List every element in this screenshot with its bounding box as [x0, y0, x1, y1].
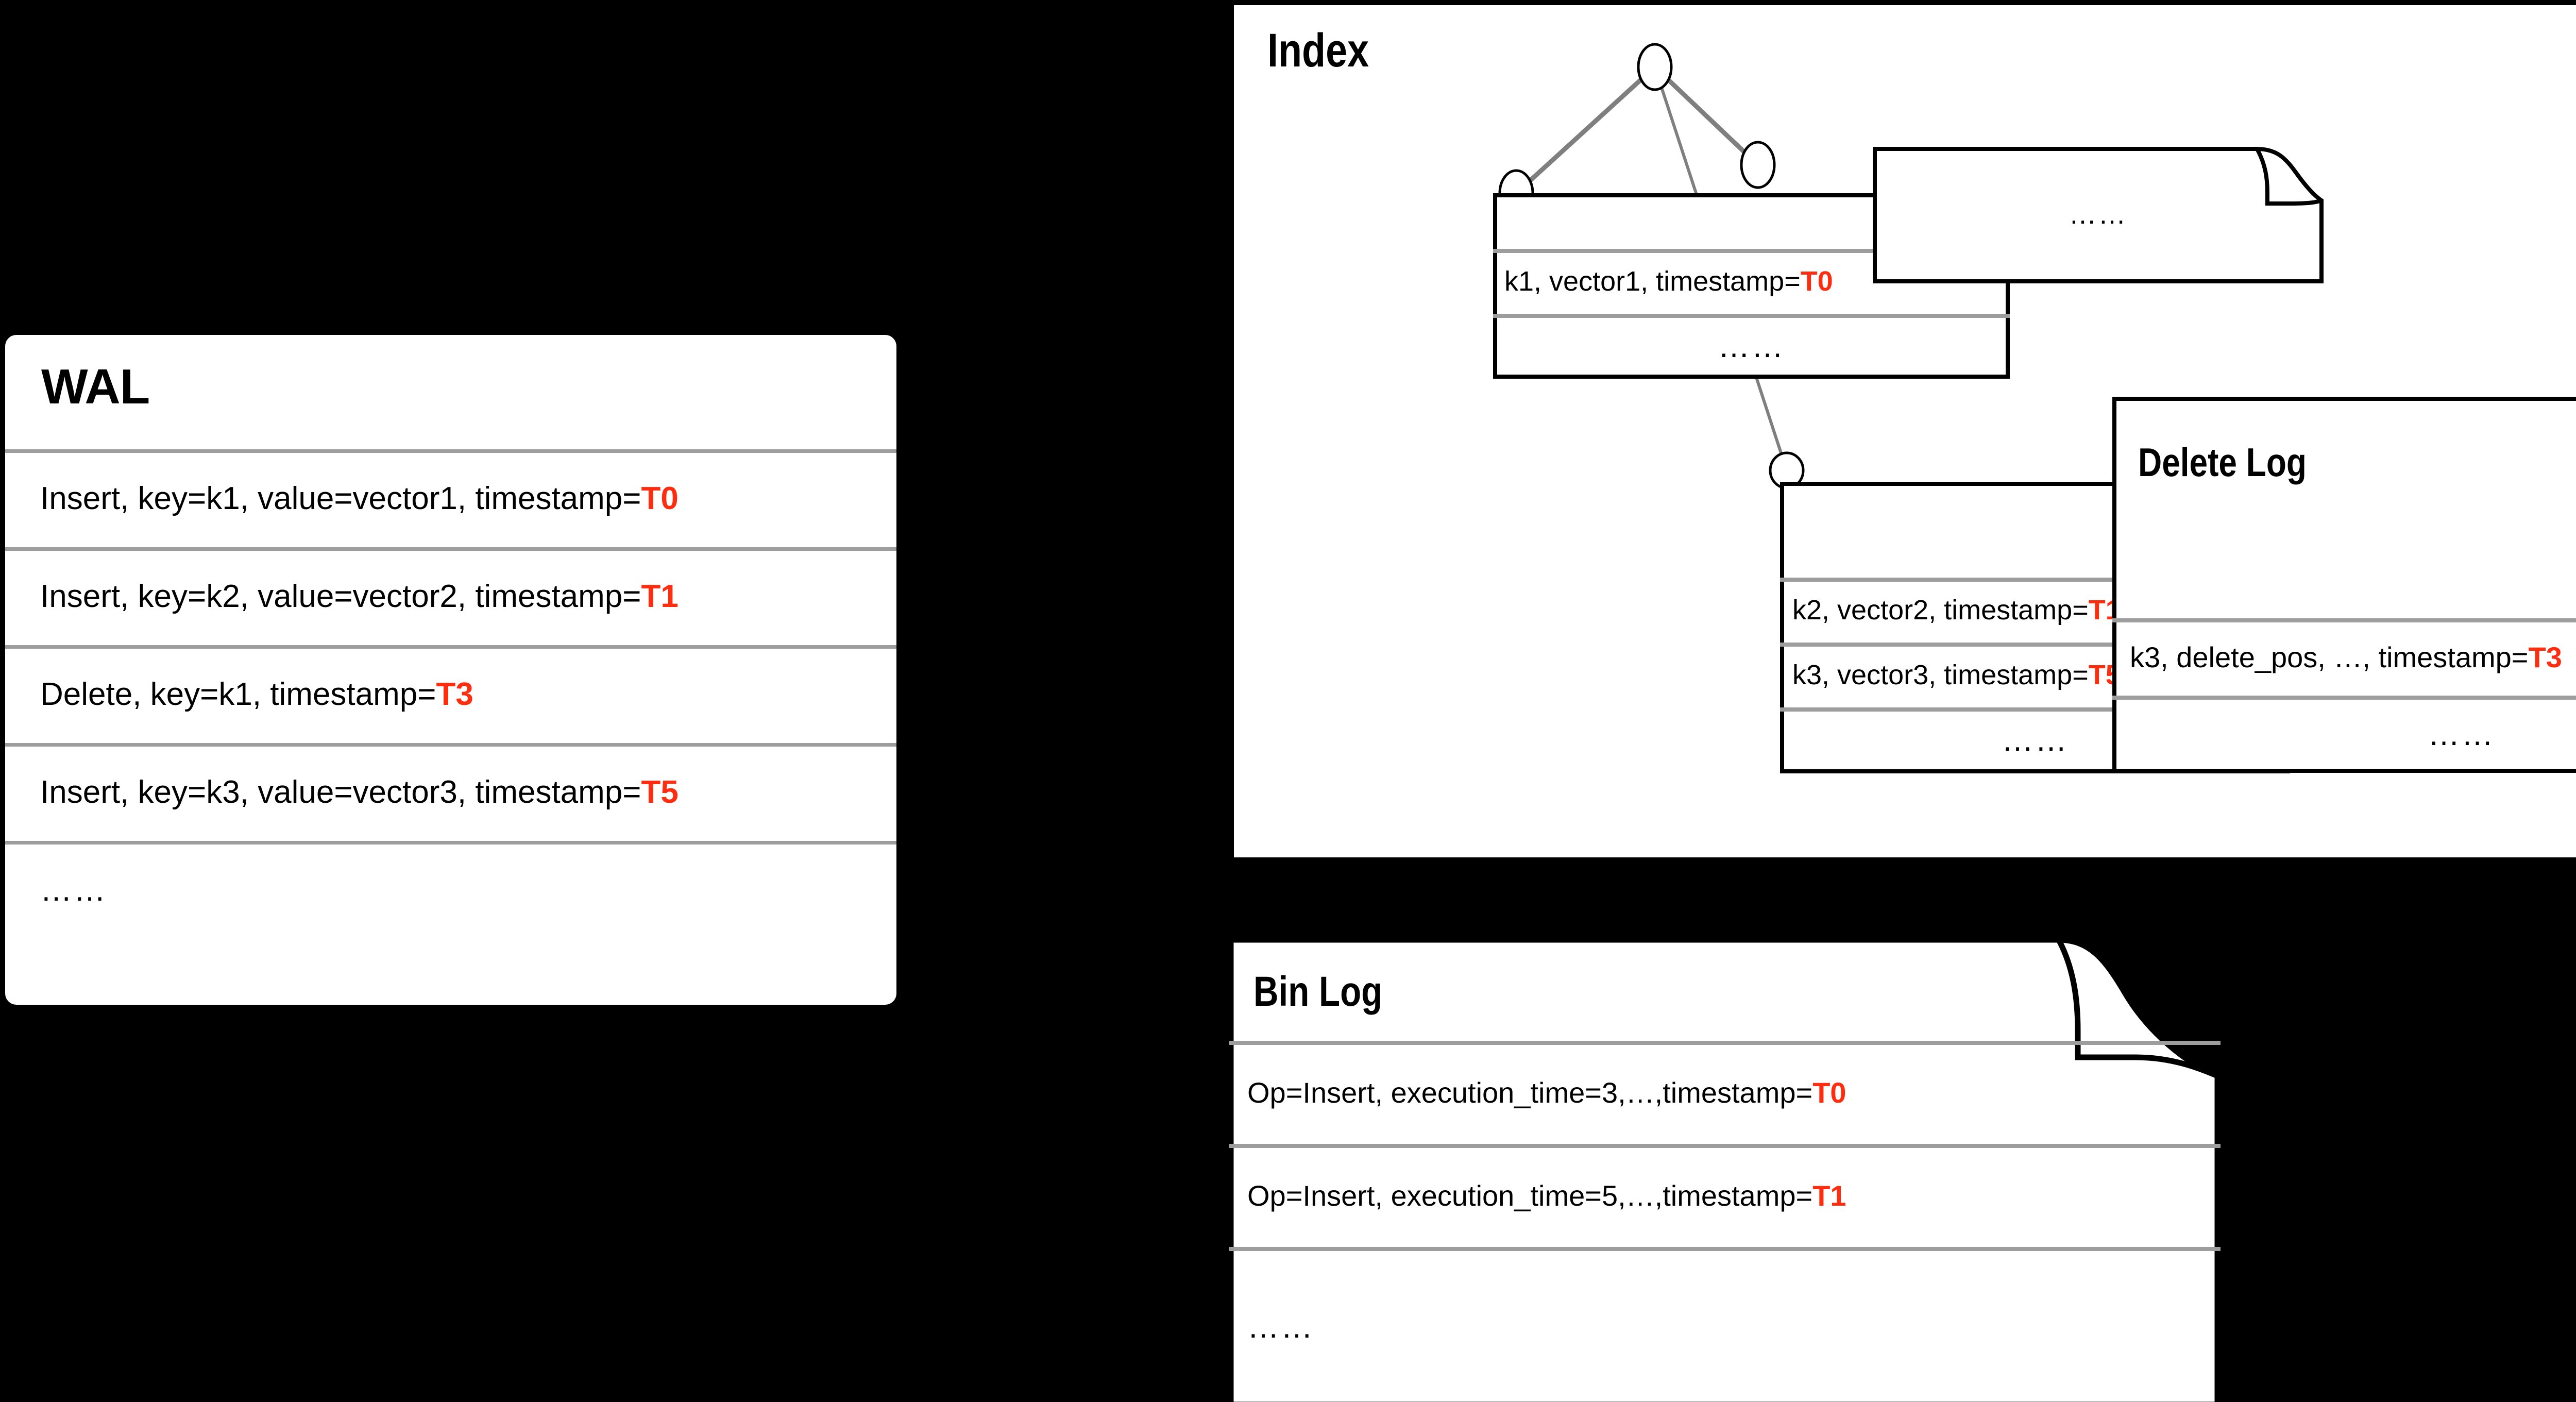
- bin-log-title: Bin Log: [1253, 968, 1383, 1015]
- delete-log-row-ellipsis: ……: [2428, 716, 2495, 752]
- node-row-ellipsis: ……: [1718, 328, 1785, 364]
- delete-log-row: ……: [2112, 696, 2576, 773]
- wal-row: ……: [5, 841, 896, 939]
- bin-log-row-list: Op=Insert, execution_time=3,…,timestamp=…: [1229, 1041, 2221, 1402]
- wal-row: Insert, key=k2, value=vector2, timestamp…: [5, 547, 896, 645]
- node-row-timestamp: T0: [1800, 266, 1833, 297]
- wal-row: Insert, key=k3, value=vector3, timestamp…: [5, 743, 896, 841]
- bin-log-row: Op=Insert, execution_time=5,…,timestamp=…: [1229, 1144, 2221, 1247]
- node-row-list: k2, vector2, timestamp=T1 k3, vector3, t…: [1780, 578, 2290, 773]
- tree-node-right-circle: [1740, 141, 1776, 189]
- tree-node-root-circle: [1637, 43, 1673, 91]
- bin-log-row: Op=Insert, execution_time=3,…,timestamp=…: [1229, 1041, 2221, 1144]
- bin-log-row-timestamp: T0: [1812, 1076, 1846, 1109]
- bin-log-row-text: Op=Insert, execution_time=3,…,timestamp=: [1247, 1076, 1813, 1109]
- node-row-text: k1, vector1, timestamp=: [1504, 266, 1801, 297]
- wal-row-ellipsis: ……: [40, 872, 107, 908]
- folded-page-shape: [2112, 397, 2576, 773]
- index-leaf-node-ellipsis: ……: [1873, 147, 2324, 283]
- bin-log-panel: Bin Log Op=Insert, execution_time=3,…,ti…: [1228, 937, 2221, 1402]
- tree-edge-root-right: [1653, 65, 1760, 167]
- wal-panel: WAL Insert, key=k1, value=vector1, times…: [5, 335, 896, 1005]
- bin-log-row-timestamp: T1: [1812, 1179, 1846, 1212]
- delete-log-row: k3, delete_pos, …, timestamp=T3: [2112, 618, 2576, 696]
- wal-row-timestamp: T3: [436, 676, 473, 712]
- folded-page-shape: [1873, 147, 2324, 283]
- node-row-ellipsis: ……: [2069, 199, 2128, 230]
- node-row-text: k3, vector3, timestamp=: [1792, 660, 2089, 690]
- index-title: Index: [1267, 24, 1369, 77]
- node-row: ……: [1780, 707, 2290, 772]
- bin-log-row-ellipsis: ……: [1247, 1309, 1314, 1345]
- wal-row-text: Insert, key=k2, value=vector2, timestamp…: [40, 578, 641, 614]
- node-row-ellipsis: ……: [2002, 722, 2069, 758]
- node-row: k3, vector3, timestamp=T5: [1780, 643, 2290, 707]
- bin-log-row-text: Op=Insert, execution_time=5,…,timestamp=: [1247, 1179, 1813, 1212]
- wal-row-timestamp: T1: [641, 578, 679, 614]
- node-row: ……: [1493, 314, 2010, 379]
- wal-row-timestamp: T5: [641, 774, 679, 810]
- wal-row-text: Insert, key=k1, value=vector1, timestamp…: [40, 480, 641, 516]
- wal-row-timestamp: T0: [641, 480, 679, 516]
- wal-row-text: Delete, key=k1, timestamp=: [40, 676, 436, 712]
- tree-edge-root-left: [1514, 65, 1657, 195]
- delete-log-title: Delete Log: [2138, 440, 2307, 485]
- delete-log-panel: Delete Log k3, delete_pos, …, timestamp=…: [2112, 397, 2576, 773]
- wal-row-text: Insert, key=k3, value=vector3, timestamp…: [40, 774, 641, 810]
- delete-log-row-timestamp: T3: [2528, 640, 2562, 673]
- wal-row: Delete, key=k1, timestamp=T3: [5, 645, 896, 743]
- bin-log-row: ……: [1229, 1247, 2221, 1402]
- wal-title: WAL: [41, 359, 150, 414]
- wal-row: Insert, key=k1, value=vector1, timestamp…: [5, 449, 896, 547]
- node-row-list: k1, vector1, timestamp=T0 ……: [1493, 249, 2010, 379]
- node-row-text: k2, vector2, timestamp=: [1792, 595, 2089, 626]
- node-row: k1, vector1, timestamp=T0: [1493, 249, 2010, 314]
- delete-log-row-list: k3, delete_pos, …, timestamp=T3 ……: [2112, 618, 2576, 773]
- delete-log-row-text: k3, delete_pos, …, timestamp=: [2130, 640, 2529, 673]
